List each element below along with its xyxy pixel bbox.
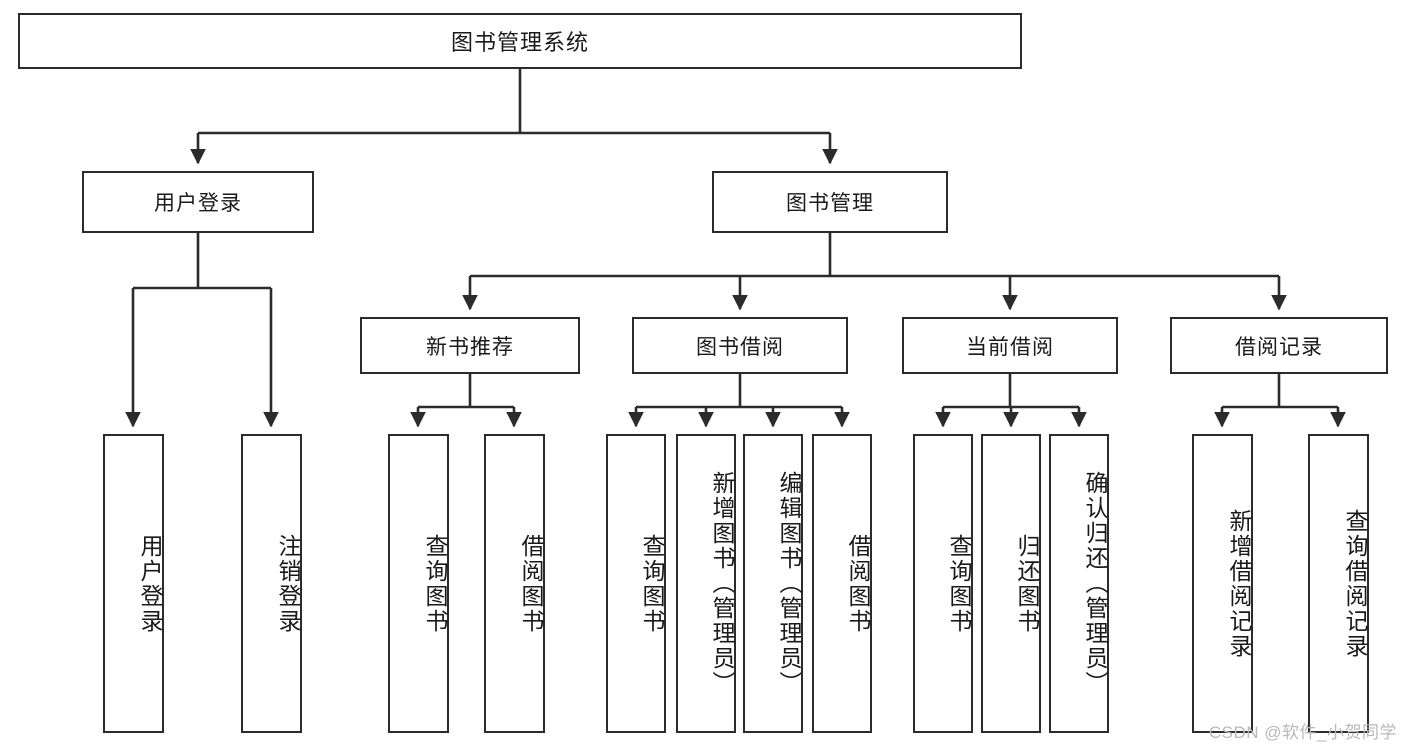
node-book-manage[interactable]: 图书管理 [712, 171, 948, 233]
node-leaf-borrow-book-2-label: 借阅图书 [845, 533, 871, 634]
node-leaf-query-book-1[interactable]: 查询图书 [388, 434, 449, 733]
node-leaf-add-record-label: 新增借阅记录 [1226, 508, 1252, 659]
node-user-login-label: 用户登录 [154, 192, 242, 215]
node-leaf-borrow-book-2[interactable]: 借阅图书 [812, 434, 872, 733]
node-leaf-user-login-label: 用户登录 [137, 533, 163, 634]
node-new-book-rec-label: 新书推荐 [426, 335, 514, 359]
node-leaf-return-book[interactable]: 归还图书 [981, 434, 1041, 733]
node-book-manage-label: 图书管理 [786, 192, 874, 215]
node-borrow-record[interactable]: 借阅记录 [1170, 317, 1388, 374]
node-leaf-user-login[interactable]: 用户登录 [103, 434, 164, 733]
node-root-label: 图书管理系统 [450, 30, 589, 55]
node-leaf-edit-book-label: 编辑图书（管理员） [776, 471, 802, 696]
node-leaf-confirm-return[interactable]: 确认归还（管理员） [1049, 434, 1109, 733]
node-leaf-query-record-label: 查询借阅记录 [1342, 508, 1368, 659]
node-leaf-user-logout-label: 注销登录 [275, 533, 301, 634]
node-new-book-rec[interactable]: 新书推荐 [360, 317, 580, 374]
node-leaf-query-book-3-label: 查询图书 [946, 533, 972, 634]
node-user-login[interactable]: 用户登录 [82, 171, 314, 233]
node-root[interactable]: 图书管理系统 [18, 13, 1022, 69]
watermark-text: CSDN @软件_小贺同学 [1208, 723, 1397, 742]
node-leaf-query-book-2-label: 查询图书 [639, 533, 665, 634]
node-leaf-add-book[interactable]: 新增图书（管理员） [676, 434, 736, 733]
node-leaf-query-book-2[interactable]: 查询图书 [606, 434, 666, 733]
node-leaf-borrow-book-1-label: 借阅图书 [518, 533, 544, 634]
node-leaf-query-book-3[interactable]: 查询图书 [913, 434, 973, 733]
node-leaf-confirm-return-label: 确认归还（管理员） [1082, 471, 1108, 696]
node-leaf-query-record[interactable]: 查询借阅记录 [1308, 434, 1369, 733]
node-leaf-edit-book[interactable]: 编辑图书（管理员） [743, 434, 803, 733]
node-leaf-user-logout[interactable]: 注销登录 [241, 434, 302, 733]
node-book-borrow-label: 图书借阅 [696, 335, 784, 359]
node-leaf-query-book-1-label: 查询图书 [422, 533, 448, 634]
node-leaf-add-record[interactable]: 新增借阅记录 [1192, 434, 1253, 733]
node-leaf-add-book-label: 新增图书（管理员） [709, 471, 735, 696]
node-leaf-return-book-label: 归还图书 [1014, 533, 1040, 634]
node-current-borrow-label: 当前借阅 [966, 335, 1054, 359]
node-current-borrow[interactable]: 当前借阅 [902, 317, 1118, 374]
node-leaf-borrow-book-1[interactable]: 借阅图书 [484, 434, 545, 733]
node-book-borrow[interactable]: 图书借阅 [632, 317, 848, 374]
node-borrow-record-label: 借阅记录 [1235, 335, 1323, 359]
